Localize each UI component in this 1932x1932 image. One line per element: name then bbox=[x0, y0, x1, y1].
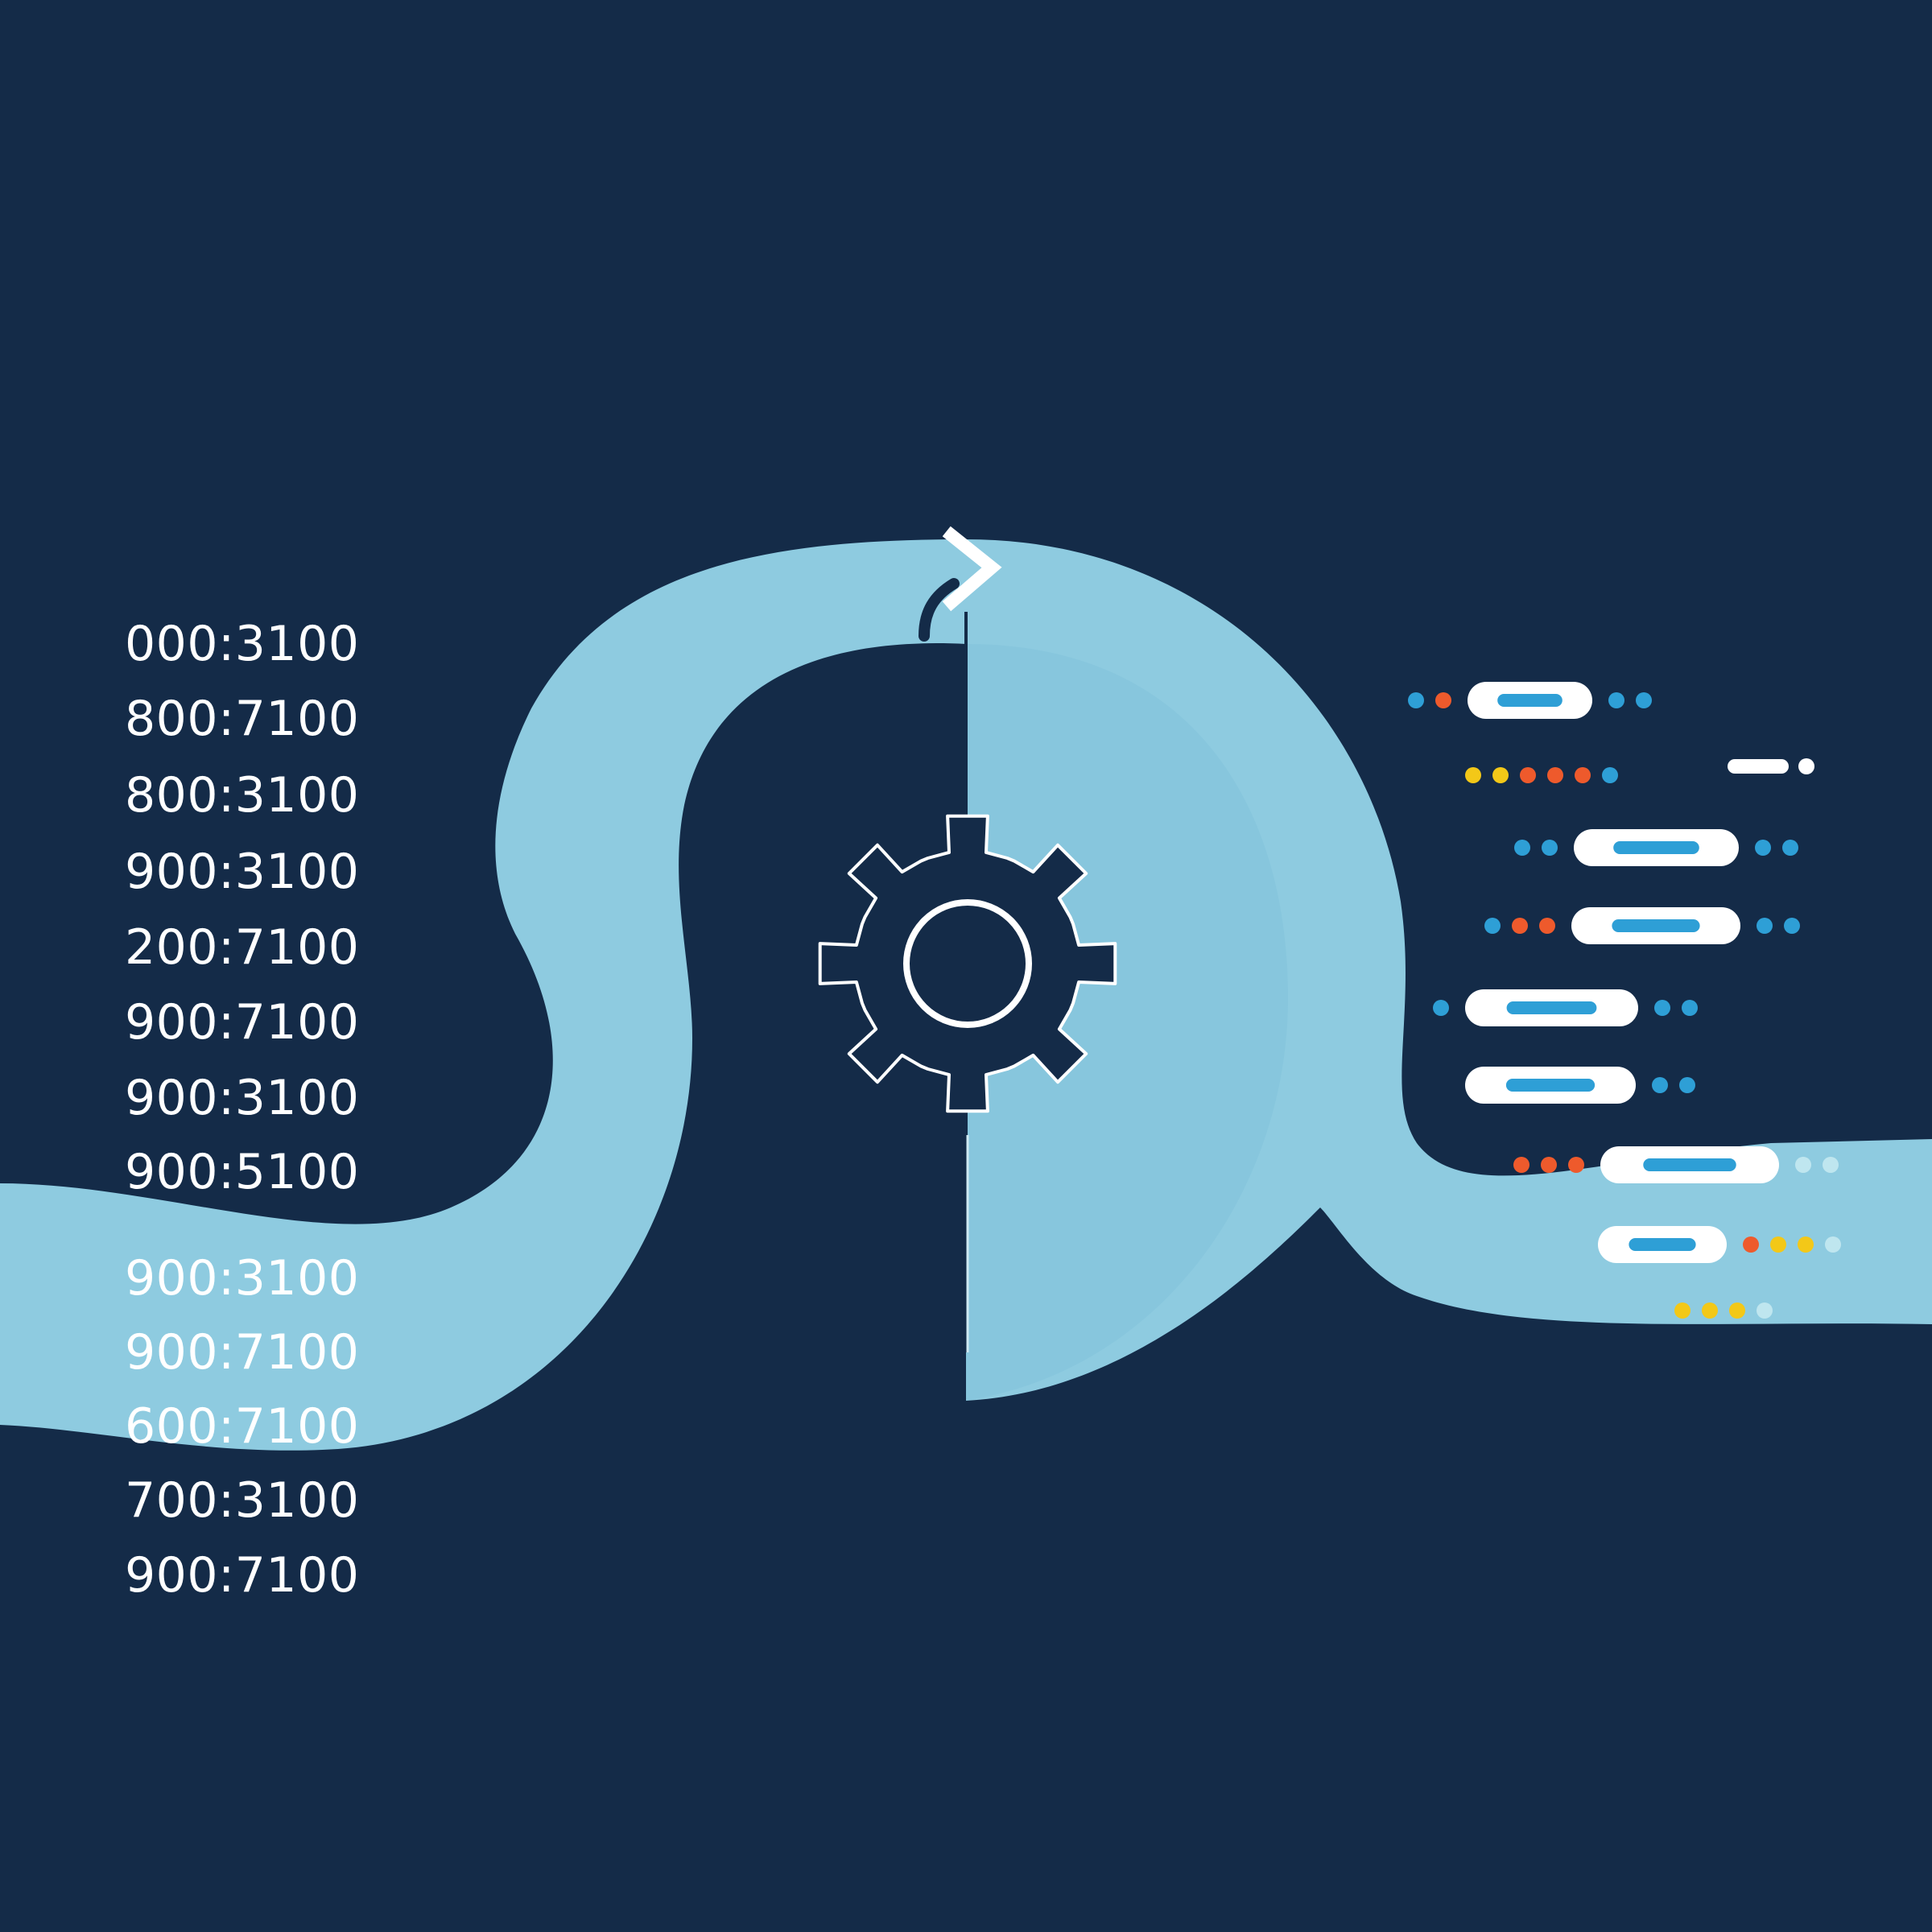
log-pill-bar bbox=[1505, 1079, 1596, 1092]
status-dot bbox=[1798, 1236, 1814, 1253]
status-dot bbox=[1757, 1302, 1773, 1319]
log-row bbox=[1433, 989, 1698, 1026]
status-dot bbox=[1542, 840, 1558, 856]
log-pill-bar bbox=[1506, 1001, 1597, 1014]
status-dot bbox=[1520, 767, 1536, 783]
log-pill-bar bbox=[1612, 919, 1700, 932]
status-dot bbox=[1568, 1157, 1584, 1173]
chevron-right-icon bbox=[942, 526, 1002, 612]
code-label: 200:7100 bbox=[125, 919, 359, 976]
log-row bbox=[1465, 1067, 1695, 1104]
code-label: 900:3100 bbox=[125, 844, 359, 900]
status-dot bbox=[1674, 1302, 1690, 1319]
status-dot bbox=[1679, 1077, 1695, 1093]
status-dot bbox=[1823, 1157, 1839, 1173]
log-row bbox=[1408, 682, 1652, 719]
log-row bbox=[1674, 1302, 1773, 1319]
status-dot bbox=[1513, 1157, 1530, 1173]
status-dot bbox=[1770, 1236, 1786, 1253]
status-dot bbox=[1608, 692, 1624, 708]
code-label: 900:7100 bbox=[125, 1547, 359, 1604]
status-dot bbox=[1743, 1236, 1759, 1253]
code-label: 900:5100 bbox=[125, 1144, 359, 1200]
status-dot bbox=[1755, 840, 1771, 856]
status-dot bbox=[1729, 1302, 1745, 1319]
code-label: 900:7100 bbox=[125, 1324, 359, 1381]
code-label: 600:7100 bbox=[125, 1398, 359, 1455]
log-row bbox=[1513, 1146, 1839, 1183]
code-label: 900:3100 bbox=[125, 1070, 359, 1126]
status-dot bbox=[1575, 767, 1591, 783]
code-label: 800:3100 bbox=[125, 767, 359, 824]
log-pill-bar bbox=[1643, 1158, 1736, 1171]
status-dot bbox=[1433, 1000, 1449, 1016]
status-dot bbox=[1539, 918, 1555, 934]
status-dot bbox=[1465, 767, 1481, 783]
status-dot bbox=[1784, 918, 1800, 934]
status-dot bbox=[1795, 1157, 1811, 1173]
log-pill-bar bbox=[1613, 841, 1699, 854]
status-dot bbox=[1682, 1000, 1698, 1016]
inner-dome bbox=[966, 644, 1288, 1401]
status-dot bbox=[1652, 1077, 1668, 1093]
status-dot bbox=[1408, 692, 1424, 708]
status-dot bbox=[1435, 692, 1451, 708]
log-row-list bbox=[1408, 682, 1841, 1319]
status-dot bbox=[1547, 767, 1563, 783]
code-label: 900:3100 bbox=[125, 1250, 359, 1307]
code-label-list: 000:3100 800:7100 800:3100 900:3100 200:7100… bbox=[125, 616, 359, 1604]
status-dot bbox=[1782, 840, 1798, 856]
gear-hole bbox=[903, 899, 1032, 1028]
status-dot bbox=[1514, 840, 1530, 856]
hook-connector bbox=[919, 578, 960, 642]
code-label: 000:3100 bbox=[125, 616, 359, 672]
status-dot bbox=[1484, 918, 1501, 934]
log-pill-bar bbox=[1629, 1238, 1696, 1251]
status-dot bbox=[1636, 692, 1652, 708]
log-row bbox=[1484, 907, 1800, 944]
status-dot bbox=[1602, 767, 1618, 783]
status-dot bbox=[1492, 767, 1509, 783]
gear-icon bbox=[818, 814, 1117, 1113]
status-dot bbox=[1825, 1236, 1841, 1253]
log-pill-bar bbox=[1497, 694, 1563, 707]
code-label: 900:7100 bbox=[125, 994, 359, 1051]
code-label: 700:3100 bbox=[125, 1472, 359, 1529]
code-label: 800:7100 bbox=[125, 691, 359, 747]
log-row bbox=[1514, 829, 1798, 866]
status-dash bbox=[1728, 758, 1814, 774]
status-dot bbox=[1757, 918, 1773, 934]
status-dot bbox=[1512, 918, 1528, 934]
log-row bbox=[1598, 1226, 1841, 1263]
status-dot bbox=[1541, 1157, 1557, 1173]
status-dot bbox=[1702, 1302, 1718, 1319]
status-dot bbox=[1654, 1000, 1670, 1016]
log-row bbox=[1465, 767, 1618, 783]
